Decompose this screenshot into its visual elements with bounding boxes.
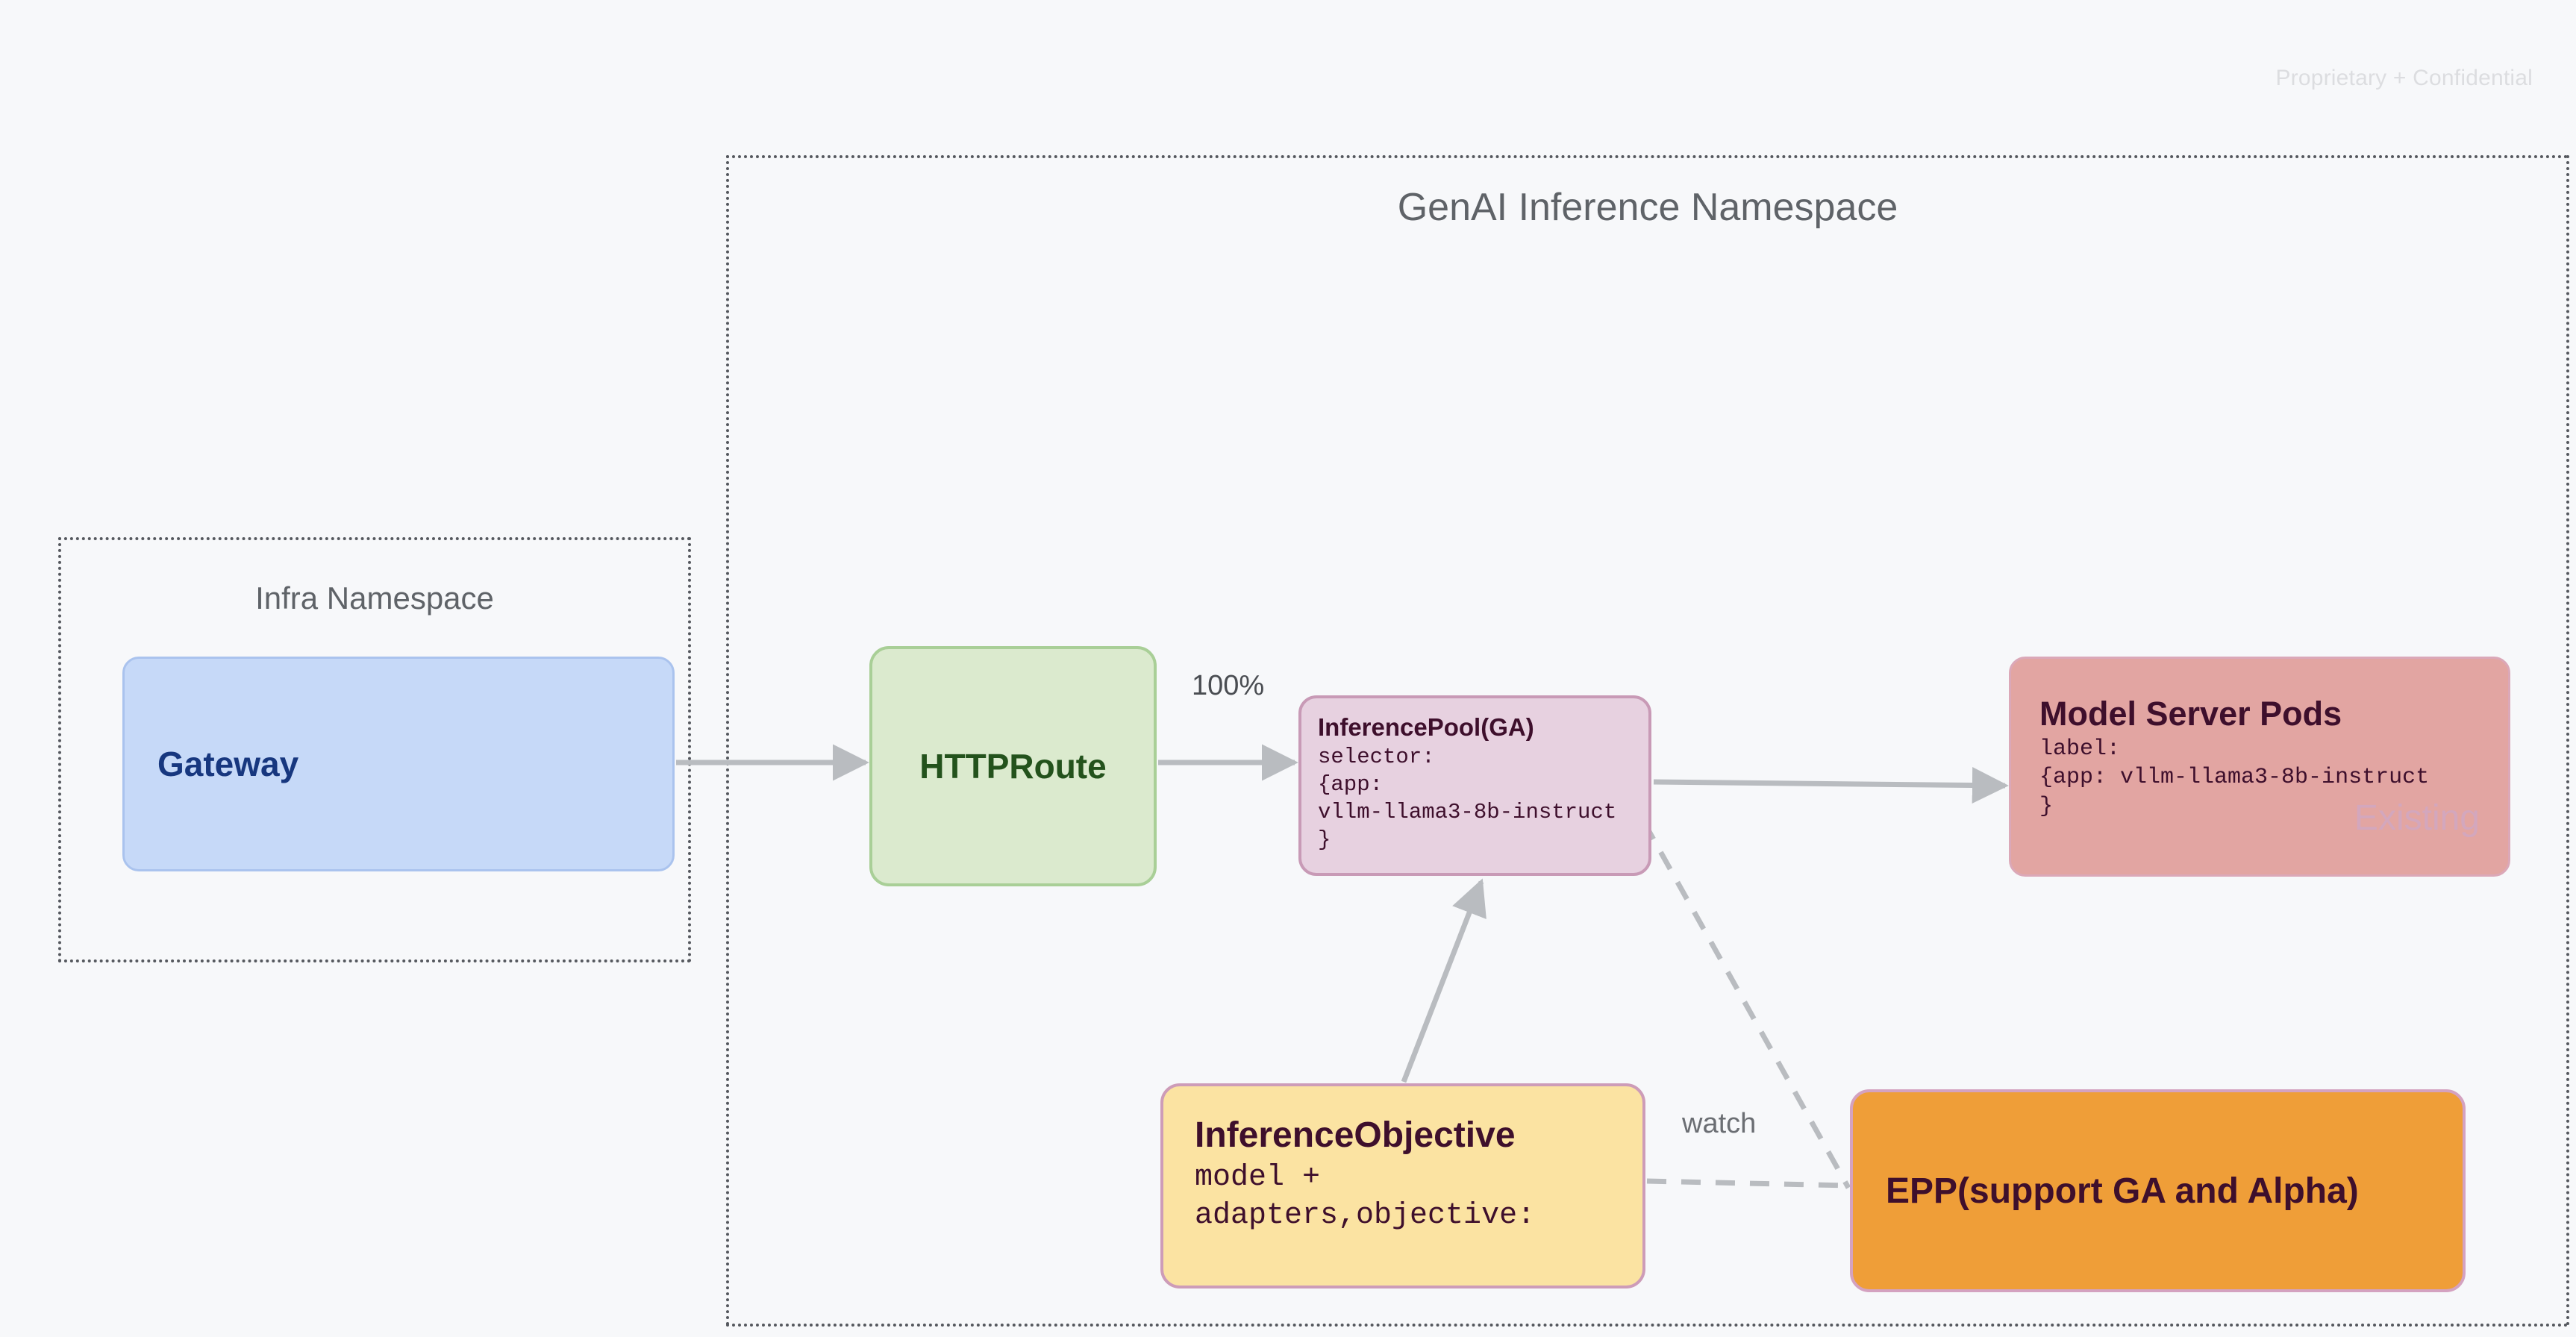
namespace-genai: GenAI Inference Namespace (726, 155, 2569, 1327)
confidential-watermark: Proprietary + Confidential (2275, 66, 2533, 90)
edge-label-100-percent: 100% (1192, 670, 1265, 701)
node-httproute-title: HTTPRoute (919, 747, 1107, 786)
node-epp-title: EPP(support GA and Alpha) (1886, 1171, 2359, 1211)
edge-label-watch: watch (1682, 1108, 1757, 1139)
node-httproute[interactable]: HTTPRoute (869, 646, 1157, 886)
node-inferenceobjective-title: InferenceObjective (1195, 1115, 1516, 1155)
node-model-server-pods[interactable]: Model Server Pods label: {app: vllm-llam… (2009, 657, 2510, 877)
node-model-server-pods-body: label: {app: vllm-llama3-8b-instruct } (2039, 736, 2430, 819)
existing-stamp: Existing (2354, 798, 2480, 838)
node-epp[interactable]: EPP(support GA and Alpha) (1850, 1089, 2466, 1292)
namespace-genai-title: GenAI Inference Namespace (1397, 186, 1898, 229)
node-model-server-pods-title: Model Server Pods (2039, 695, 2342, 733)
namespace-infra: Infra Namespace (58, 537, 691, 962)
node-gateway-title: Gateway (157, 745, 299, 783)
node-gateway[interactable]: Gateway (122, 657, 675, 871)
node-inferencepool-body: selector: {app: vllm-llama3-8b-instruct … (1318, 745, 1617, 853)
node-inferenceobjective-body: model + adapters,objective: (1195, 1161, 1536, 1233)
namespace-infra-title: Infra Namespace (255, 580, 494, 616)
node-inferenceobjective[interactable]: InferenceObjective model + adapters,obje… (1160, 1083, 1645, 1289)
node-inferencepool-title: InferencePool(GA) (1318, 713, 1534, 741)
node-inferencepool[interactable]: InferencePool(GA) selector: {app: vllm-l… (1298, 695, 1651, 876)
